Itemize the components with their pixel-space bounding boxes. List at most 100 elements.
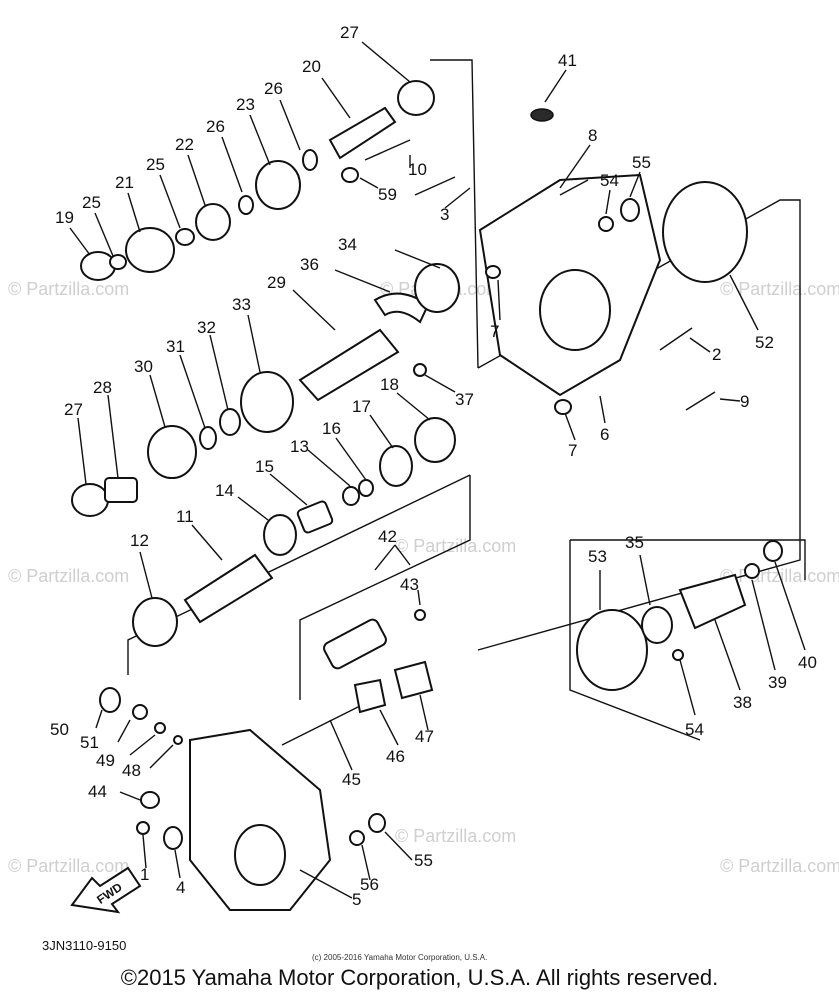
bearing-18 — [414, 417, 456, 463]
callout-14: 14 — [215, 481, 234, 500]
small-copyright: (c) 2005-2016 Yamaha Motor Corporation, … — [312, 953, 487, 962]
callout-39: 39 — [768, 673, 787, 692]
dowel-7b — [554, 399, 572, 415]
washer-32 — [219, 408, 241, 436]
callout-30: 30 — [134, 357, 153, 376]
callout-41: 41 — [558, 51, 577, 70]
callout-43: 43 — [400, 575, 419, 594]
plug-55 — [368, 813, 386, 833]
fork-47 — [393, 660, 434, 700]
cover-52 — [662, 181, 748, 283]
watermark: © Partzilla.com — [8, 279, 129, 299]
plate-53 — [576, 609, 648, 691]
callout-55: 55 — [414, 851, 433, 870]
callout-33: 33 — [232, 295, 251, 314]
dowel-7 — [485, 265, 501, 279]
gear-14 — [263, 514, 297, 556]
part-41 — [530, 108, 554, 122]
washer-25 — [109, 254, 127, 270]
callout-29: 28 — [93, 378, 112, 397]
watermark: © Partzilla.com — [720, 856, 839, 876]
callout-38: 38 — [733, 693, 752, 712]
bolt-10 — [364, 139, 411, 161]
spring-49 — [154, 722, 166, 734]
callout-22: 22 — [175, 135, 194, 154]
washer-13 — [342, 486, 360, 506]
frame-coupling-lower — [569, 540, 701, 741]
callout-53: 53 — [588, 547, 607, 566]
callout-50: 50 — [50, 720, 69, 739]
callout-1: 1 — [140, 865, 149, 884]
washer-59 — [341, 167, 359, 183]
callout-48: 48 — [122, 761, 141, 780]
callout-52: 52 — [755, 333, 774, 352]
callout-24: 27 — [340, 23, 359, 42]
callout-57: 55 — [632, 153, 651, 172]
case-5 — [189, 728, 332, 911]
bolt-54 — [672, 649, 684, 661]
callout-9: 9 — [740, 392, 749, 411]
bolt-8 — [559, 179, 589, 196]
callout-19: 19 — [55, 208, 74, 227]
gear-17 — [379, 445, 413, 487]
watermark: © Partzilla.com — [8, 566, 129, 586]
screw-37 — [413, 363, 427, 377]
callout-40: 40 — [798, 653, 817, 672]
callout-6: 6 — [600, 425, 609, 444]
callout-47: 47 — [415, 727, 434, 746]
watermark: © Partzilla.com — [395, 826, 516, 846]
callout-51: 51 — [80, 733, 99, 752]
callout-11: 11 — [176, 507, 194, 526]
copyright-footer: ©2015 Yamaha Motor Corporation, U.S.A. A… — [120, 965, 719, 990]
bolt-2 — [659, 327, 693, 351]
drawing-code: 3JN3110-9150 — [42, 938, 126, 953]
collar-29 — [104, 477, 138, 503]
drum-42 — [323, 618, 387, 670]
gear-33 — [240, 371, 294, 433]
circlip-26 — [238, 195, 254, 215]
dowel-1 — [136, 821, 150, 835]
callout-21: 21 — [115, 173, 134, 192]
bearing-12 — [132, 597, 178, 647]
callout-23: 23 — [236, 95, 255, 114]
leaders — [69, 41, 806, 899]
nut-40 — [763, 540, 783, 562]
washer-25b — [175, 228, 195, 246]
bolt-9 — [685, 391, 716, 411]
callout-20: 20 — [302, 57, 321, 76]
callout-17: 17 — [352, 397, 371, 416]
callout-25: 25 — [146, 155, 165, 174]
callout-59: 59 — [378, 185, 397, 204]
collar-15 — [296, 500, 334, 534]
callout-56: 56 — [360, 875, 379, 894]
callout-32: 32 — [197, 318, 216, 337]
circlip-26b — [302, 149, 318, 171]
callout-3: 3 — [440, 205, 449, 224]
callout-18: 18 — [380, 375, 399, 394]
callout-58: 54 — [600, 171, 619, 190]
callout-7b: 7 — [568, 441, 577, 460]
callout-35: 35 — [625, 533, 644, 552]
bolt-3 — [414, 176, 456, 196]
callout-42: 42 — [378, 527, 397, 546]
fork-46 — [353, 678, 387, 714]
shaft-28 — [298, 328, 400, 402]
callout-4: 4 — [176, 878, 185, 897]
seal-44 — [140, 791, 160, 809]
plug-57 — [620, 198, 640, 222]
case-bore — [539, 269, 611, 351]
gear-30 — [147, 425, 197, 479]
callout-49: 49 — [96, 751, 115, 770]
frame-upper-right — [430, 59, 479, 369]
callout-16: 16 — [322, 419, 341, 438]
pin-43 — [414, 609, 426, 621]
gear-23 — [255, 160, 301, 210]
callout-13: 13 — [290, 437, 309, 456]
callout-7: 7 — [490, 322, 499, 341]
callout-37: 37 — [455, 390, 474, 409]
shaft-11 — [183, 553, 274, 624]
gear-21 — [125, 227, 175, 273]
case-bore-lower — [234, 824, 286, 886]
bearing-27 — [71, 483, 109, 517]
washer-56 — [349, 830, 365, 846]
